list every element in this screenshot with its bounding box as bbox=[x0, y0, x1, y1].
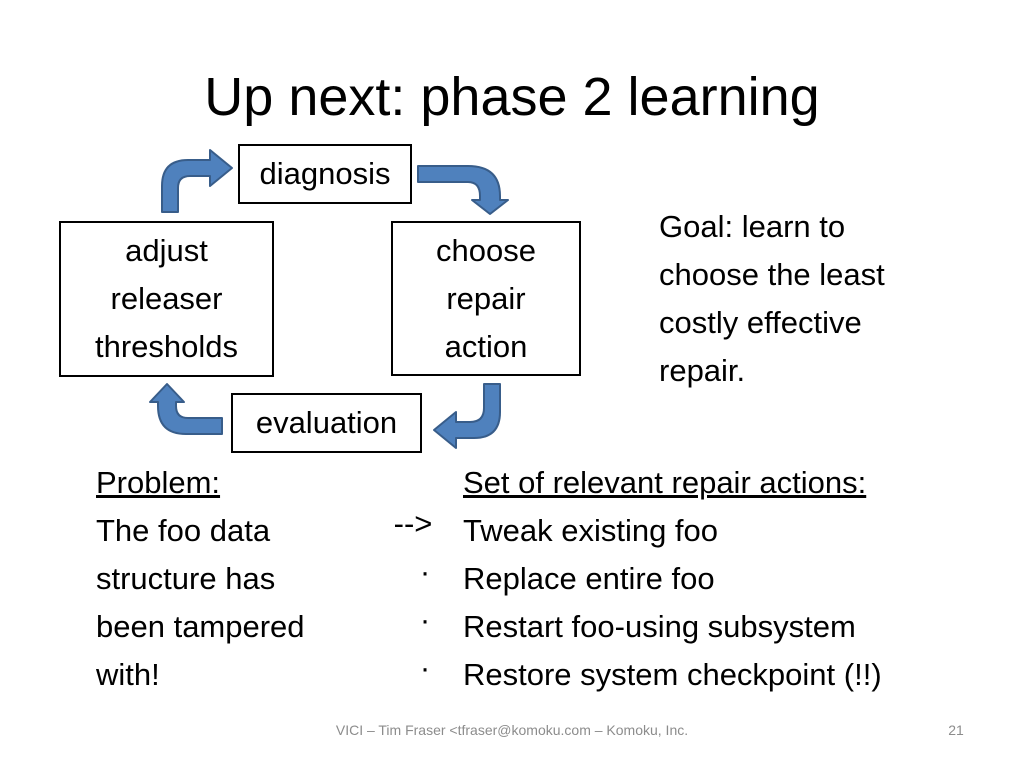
problem-line: The foo data bbox=[96, 513, 271, 548]
adjust-line: adjust bbox=[125, 233, 208, 268]
middle-markers: --> · · · bbox=[388, 500, 438, 692]
slide-footer: VICI – Tim Fraser <tfraser@komoku.com – … bbox=[335, 722, 689, 738]
evaluation-label: evaluation bbox=[255, 405, 398, 440]
goal-line: costly effective bbox=[659, 305, 862, 340]
adjust-line: releaser bbox=[110, 281, 223, 316]
diagnosis-label: diagnosis bbox=[259, 156, 391, 191]
problem-line: with! bbox=[96, 657, 160, 692]
arrow-marker: --> bbox=[393, 506, 433, 541]
bullet-marker: · bbox=[419, 650, 431, 685]
problem-block: Problem: The foo data structure has been… bbox=[96, 459, 305, 699]
repair-actions-heading: Set of relevant repair actions: bbox=[463, 465, 867, 500]
goal-text: Goal: learn to choose the least costly e… bbox=[659, 203, 885, 395]
choose-repair-line: repair bbox=[446, 280, 526, 316]
curved-arrow-adjust-to-diagnosis bbox=[161, 149, 233, 213]
repair-action-item: Tweak existing foo bbox=[463, 513, 719, 548]
adjust-line: thresholds bbox=[94, 329, 239, 364]
choose-repair-line: choose bbox=[436, 232, 536, 268]
repair-actions-block: Set of relevant repair actions: Tweak ex… bbox=[463, 459, 882, 699]
bullet-marker: · bbox=[419, 602, 431, 637]
curved-arrow-evaluation-to-adjust bbox=[149, 383, 223, 435]
choose-repair-line: action bbox=[444, 328, 528, 364]
curved-arrow-diagnosis-to-choose bbox=[417, 165, 509, 215]
goal-line: Goal: learn to bbox=[659, 209, 846, 244]
slide-title: Up next: phase 2 learning bbox=[204, 67, 820, 127]
choose-repair-box: choose repair action bbox=[391, 221, 581, 376]
problem-line: structure has bbox=[96, 561, 276, 596]
page-number: 21 bbox=[948, 722, 964, 738]
bullet-marker: · bbox=[419, 554, 431, 589]
repair-action-item: Restore system checkpoint (!!) bbox=[463, 657, 882, 692]
diagnosis-box: diagnosis bbox=[238, 144, 412, 204]
curved-arrow-choose-to-evaluation bbox=[433, 383, 501, 449]
repair-action-item: Restart foo-using subsystem bbox=[463, 609, 856, 644]
repair-action-item: Replace entire foo bbox=[463, 561, 715, 596]
problem-line: been tampered bbox=[96, 609, 305, 644]
adjust-thresholds-box: adjust releaser thresholds bbox=[59, 221, 274, 377]
problem-heading: Problem: bbox=[96, 465, 221, 500]
goal-line: repair. bbox=[659, 353, 746, 388]
goal-line: choose the least bbox=[659, 257, 885, 292]
evaluation-box: evaluation bbox=[231, 393, 422, 453]
